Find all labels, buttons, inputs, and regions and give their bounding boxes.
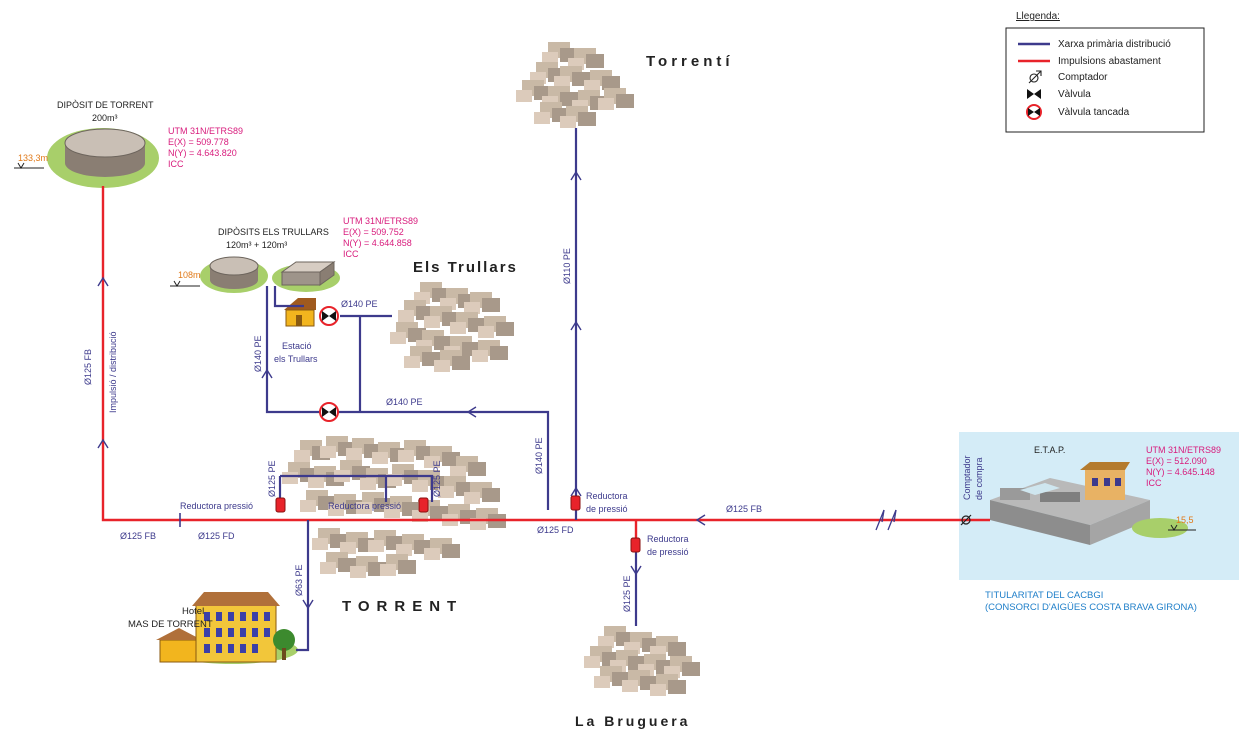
legend-item-label: Comptador: [1058, 72, 1108, 83]
coord-line: ICC: [168, 159, 184, 169]
coord-line: E(X) = 512.090: [1146, 456, 1207, 466]
deposits-trullars-capacity: 120m³ + 120m³: [226, 240, 287, 250]
coord-line: UTM 31N/ETRS89: [343, 216, 418, 226]
reducer-label: Reductora: [647, 534, 689, 544]
station-label: els Trullars: [274, 354, 318, 364]
pipe-label: Ø140 PE: [534, 437, 544, 474]
reducer-label: Reductora pressió: [180, 501, 253, 511]
reducer-label: de pressió: [586, 504, 628, 514]
town-label-els-trullars: Els Trullars: [413, 259, 518, 276]
coord-line: ICC: [343, 249, 359, 259]
pump-station-icon: [284, 298, 316, 327]
legend: Llegenda: Xarxa primària distribució Imp…: [1005, 11, 1205, 133]
pipe-label: Ø125 FB: [726, 504, 762, 514]
town-label-torrent: TORRENT: [342, 598, 463, 615]
flow-arrows: [97, 170, 706, 610]
pipe-label: Ø125 FB: [120, 531, 156, 541]
deposit-torrent-capacity: 200m³: [92, 113, 118, 123]
coord-line: N(Y) = 4.645.148: [1146, 467, 1215, 477]
coord-line: E(X) = 509.778: [168, 137, 229, 147]
deposit-torrent-icon: [47, 128, 159, 188]
elevation-marker: [14, 162, 1196, 531]
coord-line: E(X) = 509.752: [343, 227, 404, 237]
meter-label: Comptador: [962, 455, 972, 500]
reducer-label: de pressió: [647, 547, 689, 557]
meter-icon: [960, 514, 972, 526]
meter-label: de compra: [974, 457, 984, 500]
bruguera-town-blocks: [584, 626, 700, 696]
legend-item-label: Vàlvula tancada: [1058, 107, 1130, 118]
pipe-label: Ø125 FD: [537, 525, 574, 535]
legend-title: Llegenda:: [1016, 11, 1060, 22]
coord-line: ICC: [1146, 478, 1162, 488]
deposits-trullars-title: DIPÒSITS ELS TRULLARS: [218, 227, 329, 237]
etap-elevation: 15,5: [1176, 515, 1194, 525]
coord-line: UTM 31N/ETRS89: [1146, 445, 1221, 455]
etap-plant-icon: [990, 462, 1188, 545]
pipe-label: Ø140 PE: [341, 299, 378, 309]
town-label-torrenti: Torrentí: [646, 53, 734, 70]
legend-item-label: Impulsions abastament: [1058, 56, 1161, 67]
pipe-label: Ø110 PE: [562, 248, 572, 284]
distribution-pipes: [265, 128, 638, 652]
coord-line: N(Y) = 4.643.820: [168, 148, 237, 158]
pipe-label: Ø140 PE: [253, 335, 263, 372]
closed-valve-icon: [319, 306, 339, 326]
pipe-label: Ø125 PE: [267, 460, 277, 497]
pipe-label: Impulsió / distribució: [108, 331, 118, 413]
town-label-la-bruguera: La Bruguera: [575, 713, 690, 729]
legend-meter-icon: [1028, 70, 1042, 84]
hotel-label: Hotel: [182, 606, 204, 617]
deposit-torrent-elevation: 133,3m: [18, 153, 48, 163]
etap-title: E.T.A.P.: [1034, 445, 1065, 455]
coord-line: UTM 31N/ETRS89: [168, 126, 243, 136]
deposit-torrent-title: DIPÒSIT DE TORRENT: [57, 100, 154, 110]
reducer-label: Reductora: [586, 491, 628, 501]
pipe-label: Ø63 PE: [294, 564, 304, 596]
station-label: Estació: [282, 341, 312, 351]
titularity-label: TITULARITAT DEL CACBGI: [985, 590, 1103, 601]
legend-item-label: Vàlvula: [1058, 89, 1091, 100]
deposits-trullars-icon: [200, 256, 340, 293]
torrenti-town-blocks: [516, 42, 634, 128]
pipe-label: Ø125 PE: [432, 460, 442, 497]
pressure-reducers: [275, 495, 641, 553]
pipe-break-mark: [875, 509, 897, 531]
pipe-label: Ø125 FD: [198, 531, 235, 541]
legend-valve-icon: [1027, 89, 1041, 99]
reducer-label: Reductora pressió: [328, 501, 401, 511]
trullars-town-blocks: [390, 282, 514, 372]
closed-valve-icon: [319, 402, 339, 422]
legend-closed-valve-icon: [1026, 104, 1042, 120]
pipe-label: Ø125 PE: [622, 575, 632, 612]
legend-item-label: Xarxa primària distribució: [1058, 39, 1171, 50]
pipe-label: Ø140 PE: [386, 397, 423, 407]
hotel-label: MAS DE TORRENT: [128, 619, 213, 630]
coord-line: N(Y) = 4.644.858: [343, 238, 412, 248]
deposits-trullars-elevation: 108m: [178, 270, 201, 280]
titularity-label: (CONSORCI D'AIGÜES COSTA BRAVA GIRONA): [985, 602, 1197, 613]
hotel-icon: [156, 592, 298, 664]
pipe-label: Ø125 FB: [83, 349, 93, 385]
